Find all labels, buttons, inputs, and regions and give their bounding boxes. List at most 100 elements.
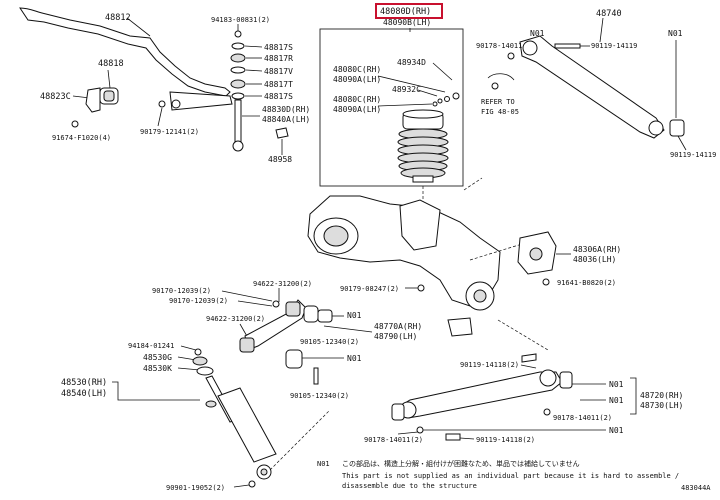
label-48932c[interactable]: 48932C [392,85,421,94]
label-90170-12039-b[interactable]: 90170-12039(2) [169,297,228,305]
retainer-48530k-icon [196,366,214,376]
label-n01-c[interactable]: N01 [347,311,362,320]
air-spring-bellows-icon [397,109,449,183]
label-48817s-top[interactable]: 48817S [264,43,293,52]
label-48818[interactable]: 48818 [98,59,124,69]
bushing-n01-c-icon [303,305,319,323]
bolt-90119-a-icon [554,43,581,49]
air-spring-group-box [319,28,464,187]
label-48817t[interactable]: 48817T [264,80,293,89]
label-48770a[interactable]: 48770A(RH) [374,322,422,331]
label-48540[interactable]: 48540(LH) [61,389,107,399]
label-48934d[interactable]: 48934D [397,58,426,67]
footnote-line-jp: この部品は、構造上分解・組付けが困難なため、単品では補給していません [342,459,580,468]
label-48090b[interactable]: 48090B(LH) [383,18,431,27]
label-48530k[interactable]: 48530K [143,364,172,373]
label-48790[interactable]: 48790(LH) [374,332,417,341]
label-48830d[interactable]: 48830D(RH) [262,105,310,114]
label-48530[interactable]: 48530(RH) [61,378,107,388]
footnote-code-jp: N01 [317,460,330,468]
figure-id: 483044A [681,484,711,492]
label-refer-to[interactable]: REFER TO [481,98,515,106]
label-fig-48-05[interactable]: FIG 48-05 [481,108,519,116]
label-n01-a[interactable]: N01 [530,29,545,38]
label-48823c[interactable]: 48823C [40,92,71,102]
cushion-48817t-icon [230,79,246,89]
label-48080d[interactable]: 48080D(RH) [380,7,431,17]
label-90119-14119-b[interactable]: 90119-14119 [670,151,716,159]
label-91641[interactable]: 91641-B0820(2) [557,279,616,287]
label-48817s-bot[interactable]: 48817S [264,92,293,101]
highlight-box-48080d [375,3,443,19]
label-48812[interactable]: 48812 [105,13,131,23]
label-90178-14011-a[interactable]: 90178-14011 [476,42,522,50]
label-n01-e[interactable]: N01 [609,380,624,389]
lateral-rod-icon [519,35,665,139]
nut-48934d-icon [452,92,460,100]
retainer-48817v-icon [230,66,246,74]
label-48817r[interactable]: 48817R [264,54,293,63]
footnote-line-en-2: disassemble due to the structure [342,482,477,490]
nut-90179-icon [158,100,166,108]
lower-control-arm-icon [399,371,563,419]
nut-94183-icon [234,30,242,38]
label-48036[interactable]: 48036(LH) [573,255,616,264]
link-ball-joint-icon [232,140,244,152]
label-90119-14119-a[interactable]: 90119-14119 [591,42,637,50]
nut-90170-icon [272,300,280,308]
nut-90178-icon [507,52,515,60]
label-n01-f[interactable]: N01 [609,396,624,405]
bushing-n01-d-icon [285,349,303,369]
label-48740[interactable]: 48740 [596,9,622,19]
label-48840a[interactable]: 48840A(LH) [262,115,310,124]
label-48306a[interactable]: 48306A(RH) [573,245,621,254]
label-48720[interactable]: 48720(RH) [640,391,683,400]
label-94183[interactable]: 94183-00831(2) [211,16,270,24]
stabilizer-bar-icon [19,7,231,97]
arm-bushing-b-icon [239,337,255,353]
label-48080c-a[interactable]: 48080C(RH) [333,65,381,74]
label-48817v[interactable]: 48817V [264,67,293,76]
washer-48080c-b-icon [432,101,438,107]
bushing-n01-e-icon [559,371,573,389]
label-90179-08247[interactable]: 90179-08247(2) [340,285,399,293]
label-90179-12141[interactable]: 90179-12141(2) [140,128,199,136]
label-90901[interactable]: 90901-19052(2) [166,484,225,492]
washer-48080c-icon [444,96,450,102]
label-90119-14118-a[interactable]: 90119-14118(2) [460,361,519,369]
bolt-91641-icon [542,278,550,286]
stabilizer-link-rod-icon [234,99,242,143]
bolt-90105-icon [313,367,319,385]
retainer-48817s-bot-icon [231,92,245,100]
sensor-connector-icon [491,82,499,90]
label-48730[interactable]: 48730(LH) [640,401,683,410]
label-n01-d[interactable]: N01 [347,354,362,363]
washer-48932c-icon [437,98,443,104]
label-n01-b[interactable]: N01 [668,29,683,38]
cushion-48530g-icon [192,356,208,366]
label-48958[interactable]: 48958 [268,155,292,164]
bracket-48306a-icon [517,231,557,275]
label-90105-b[interactable]: 90105-12340(2) [290,392,349,400]
bolt-90119-14118-b-icon [445,433,461,441]
label-48530g[interactable]: 48530G [143,353,172,362]
label-90178-14011-c[interactable]: 90178-14011(2) [364,436,423,444]
label-90119-14118-b[interactable]: 90119-14118(2) [476,436,535,444]
label-94622-b[interactable]: 94622-31200(2) [206,315,265,323]
label-90105-a[interactable]: 90105-12340(2) [300,338,359,346]
nut-90179-08247-icon [417,284,425,292]
label-94622-a[interactable]: 94622-31200(2) [253,280,312,288]
retainer-48817s-top-icon [231,42,245,50]
label-48080c-b[interactable]: 48080C(RH) [333,95,381,104]
label-n01-g[interactable]: N01 [609,426,624,435]
clip-48958-icon [275,127,289,139]
bolt-91674-icon [71,120,79,128]
label-48090a-a[interactable]: 48090A(LH) [333,75,381,84]
label-48090a-b[interactable]: 48090A(LH) [333,105,381,114]
label-94184[interactable]: 94184-01241 [128,342,174,350]
label-90170-12039-a[interactable]: 90170-12039(2) [152,287,211,295]
label-91674[interactable]: 91674-F1020(4) [52,134,111,142]
cushion-48817r-icon [230,53,246,63]
label-90178-14011-b[interactable]: 90178-14011(2) [553,414,612,422]
